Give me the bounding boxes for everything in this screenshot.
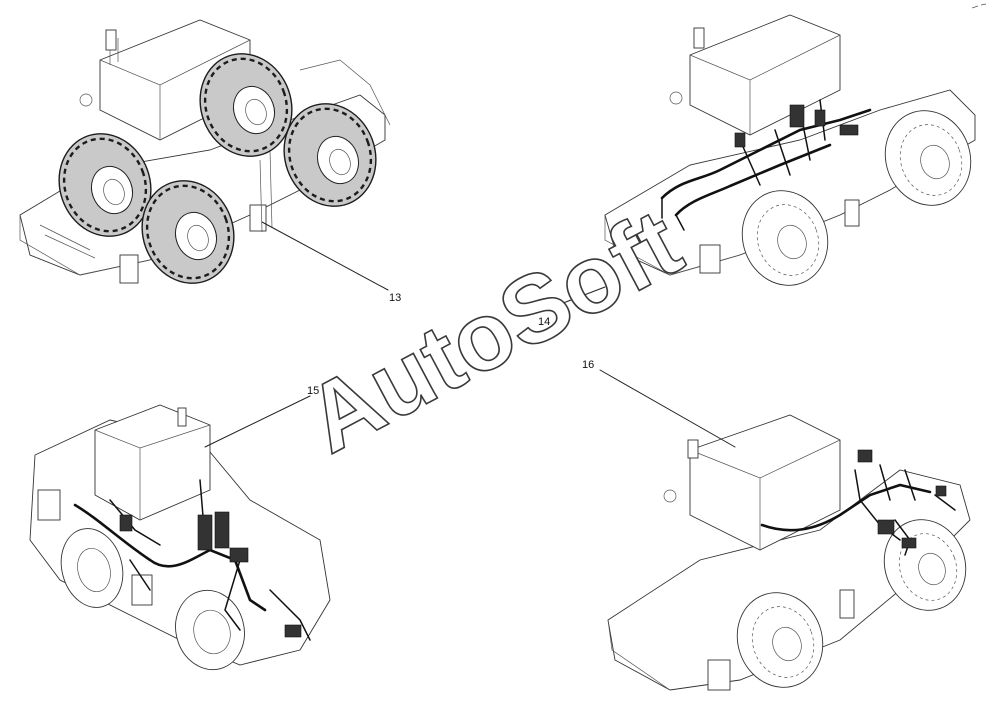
view-frame-harness: 14 [538,14,976,328]
callout-15: 15 [307,385,319,397]
view-rear-harness: 15 [29,385,331,671]
tire-front-right [141,180,235,284]
watermark: AutoSoft [290,189,698,474]
left-tire-outline-15 [60,528,124,608]
corner-mark-icon [971,3,987,9]
callout-14: 14 [538,316,550,328]
leader-line-14 [544,286,606,311]
right-tire-outline-15 [175,589,245,671]
leader-line-16 [599,369,736,448]
tire-rear-left [199,53,293,157]
view-wheels: 13 [19,19,401,304]
tire-front-left [58,133,152,237]
front-tire-outline-14 [741,190,829,286]
front-tire-outline-16 [736,592,824,688]
tire-rear-right [283,103,377,207]
leader-line-13 [261,221,389,291]
frame-harness-14 [660,99,872,231]
callout-13: 13 [389,292,401,304]
rear-harness-15 [73,479,311,641]
rear-tire-outline-14 [884,110,972,206]
view-cab-harness: 16 [582,359,971,691]
leader-line-15 [204,395,311,448]
callout-16: 16 [582,359,594,371]
cab-harness-16 [760,449,956,556]
